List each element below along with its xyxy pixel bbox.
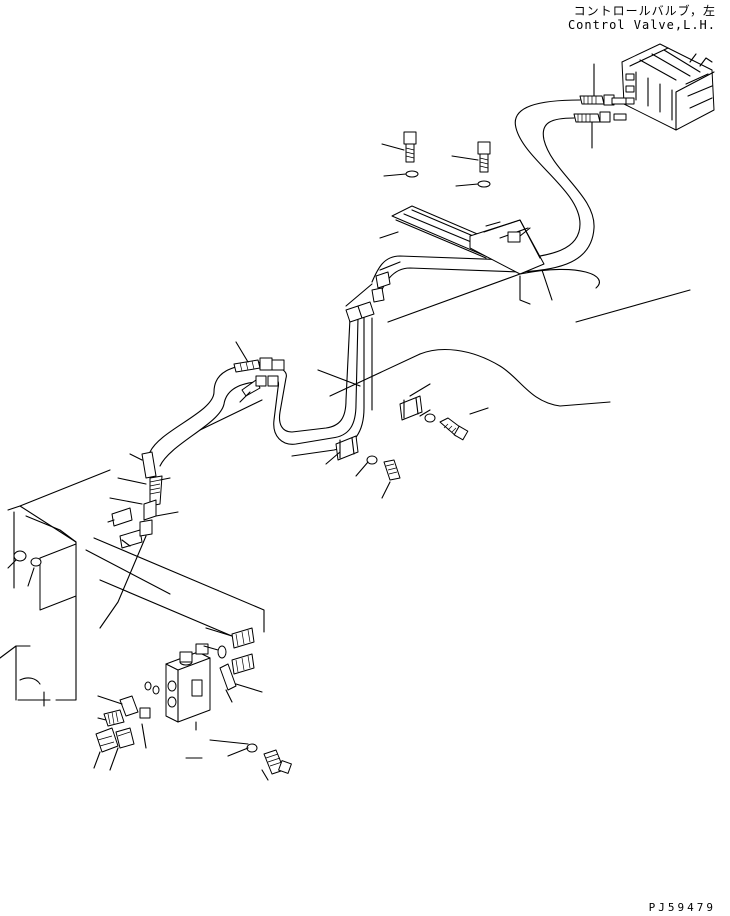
left-hoses [149,341,285,467]
lower-frame [0,469,265,707]
lower-valve-block [165,643,211,759]
upper-clamp-plates [379,205,553,305]
control-valve-lh [621,43,715,131]
steel-tubes [267,271,391,457]
figure-code: PJ59479 [648,901,716,914]
frame-outline [329,268,691,407]
valve-fittings [573,63,627,149]
upper-bolts [381,131,491,188]
middle-clamps [317,369,489,499]
lower-fittings [93,627,292,781]
title-japanese: コントロールバルブ，左 [573,4,716,18]
upper-hoses [371,99,595,299]
left-vertical-fittings [99,451,179,629]
title-english: Control Valve,L.H. [567,18,716,32]
